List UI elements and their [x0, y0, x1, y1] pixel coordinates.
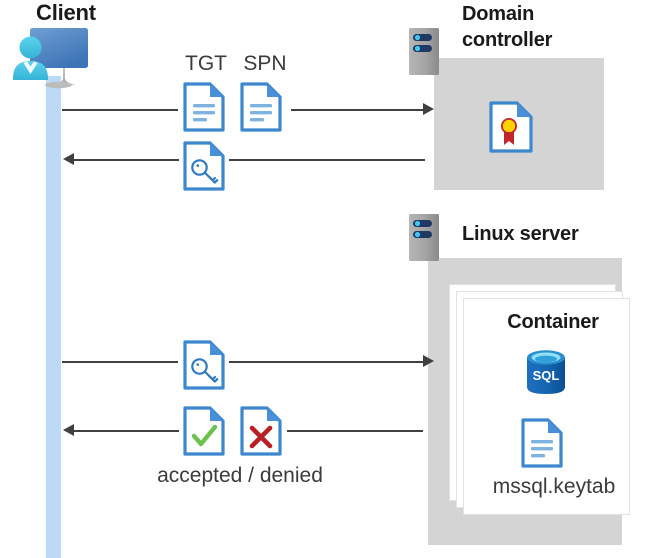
linux-server-rack-icon	[409, 214, 439, 266]
message-4-line-left	[74, 430, 179, 432]
message-3-arrowhead	[423, 355, 434, 367]
client-title: Client	[36, 0, 96, 25]
message-2-arrowhead	[63, 153, 74, 165]
denied-document-icon	[240, 406, 282, 461]
certificate-icon	[489, 101, 533, 158]
client-lifeline	[46, 76, 61, 558]
service-ticket-key-icon-2	[183, 340, 225, 395]
keytab-file-icon	[521, 418, 563, 473]
svg-text:SQL: SQL	[533, 368, 560, 383]
message-3-line-right	[229, 361, 423, 363]
accepted-denied-label: accepted / denied	[157, 464, 323, 487]
message-4-arrowhead	[63, 424, 74, 436]
spn-document-icon	[240, 82, 282, 137]
message-1-arrowhead	[423, 103, 434, 115]
service-ticket-key-icon-1	[183, 141, 225, 196]
domain-controller-title-line1: Domain	[462, 3, 535, 25]
message-2-line-right	[229, 159, 425, 161]
tgt-label: TGT	[185, 52, 227, 75]
spn-label: SPN	[243, 52, 287, 75]
tgt-document-icon	[183, 82, 225, 137]
message-4-line-right	[287, 430, 423, 432]
sql-database-icon: SQL	[524, 349, 568, 400]
message-1-line-left	[62, 109, 178, 111]
client-workstation-icon	[10, 22, 110, 92]
keytab-label: mssql.keytab	[492, 475, 616, 498]
domain-controller-title: Domain controller	[462, 1, 632, 53]
domain-controller-server-rack-icon	[409, 28, 439, 80]
container-card-front	[463, 298, 630, 515]
domain-controller-title-line2: controller	[462, 29, 553, 51]
accepted-document-icon	[183, 406, 225, 461]
message-1-line-right	[291, 109, 423, 111]
linux-server-title: Linux server	[462, 223, 579, 245]
message-3-line-left	[62, 361, 178, 363]
message-2-line-left	[74, 159, 179, 161]
container-title: Container	[507, 311, 599, 333]
